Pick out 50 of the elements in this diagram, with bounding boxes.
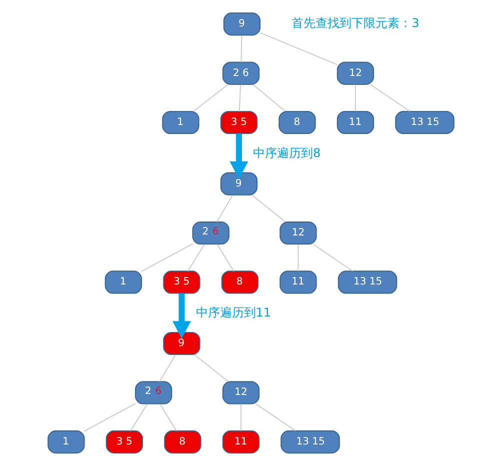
node-box: 9 [162,331,200,355]
connector [312,243,352,271]
connector [194,354,228,382]
connector [216,244,234,271]
edge-label: 中序遍历到11 [195,304,271,319]
connector [238,84,241,111]
arrow [172,292,190,338]
node-box: 9 [220,172,258,195]
node-box: 8 [220,270,258,294]
edge-label: 中序遍历到8 [252,145,320,160]
label: 首先查找到下限元素：3 [291,16,419,30]
connector [158,354,176,382]
connector [297,244,298,271]
connector [255,403,296,431]
connector [260,32,337,65]
node-box: 3 5 [105,430,143,453]
node-box: 8 [278,110,316,134]
connector [370,84,410,112]
node-box: 12 [279,220,316,244]
node-box: 13 15 [337,270,397,294]
node-box: 11 [279,270,316,294]
node-box: 2 6 [192,220,229,244]
arrow [229,133,248,178]
connector [140,242,192,272]
node-box: 13 15 [280,430,340,453]
connector [159,403,176,431]
connector [192,84,228,112]
connector [354,84,356,111]
connector [84,402,136,432]
node-box: 3 5 [162,270,200,294]
node-box: 13 15 [394,110,454,134]
node-box: 12 [222,380,260,404]
node-box: 3 5 [220,110,258,134]
node-box: 1 [47,430,84,453]
connector [187,244,204,271]
node-box: 1 [162,110,199,134]
connector [240,35,242,62]
node-box: 2 6 [222,61,260,84]
node-box: 1 [104,270,142,294]
connector [252,84,285,112]
connector [130,403,148,431]
node-box: 9 [222,12,260,36]
connector [240,404,241,430]
node-box: 2 6 [134,380,172,404]
node-box: 11 [222,430,260,453]
node-box: 11 [336,110,374,134]
connector [216,194,233,222]
node-box: 8 [164,430,201,453]
node-box: 12 [336,61,374,84]
connector [251,194,286,222]
